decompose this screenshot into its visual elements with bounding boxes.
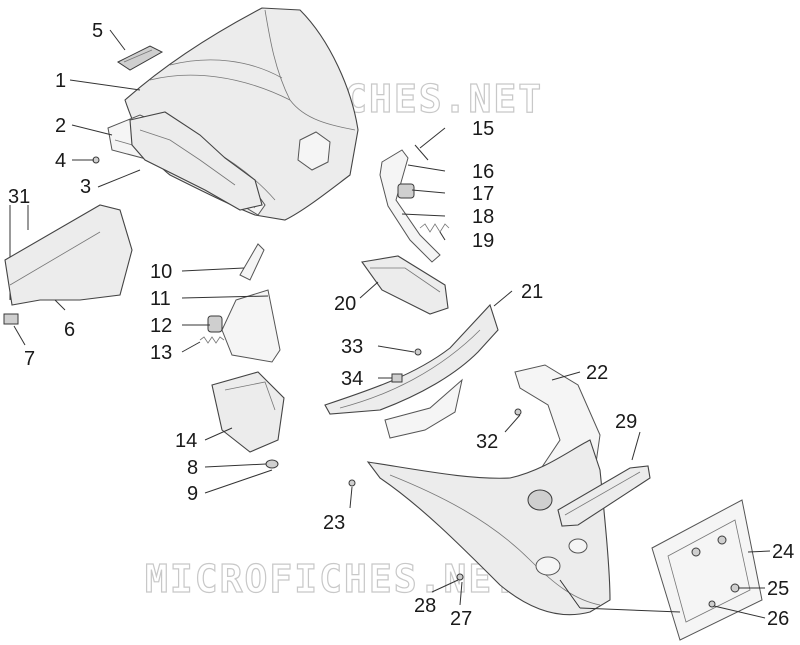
callout-19: 19 <box>472 230 494 252</box>
callout-27: 27 <box>450 608 472 630</box>
callout-labels: 5 1 2 4 3 31 6 7 10 11 12 13 14 8 9 15 1… <box>8 20 794 630</box>
part-13-spring <box>199 336 225 344</box>
callout-23: 23 <box>323 512 345 534</box>
callout-5: 5 <box>92 20 103 42</box>
callout-13: 13 <box>150 342 172 364</box>
callout-10: 10 <box>150 261 172 283</box>
callout-24: 24 <box>772 541 794 563</box>
callout-14: 14 <box>175 430 197 452</box>
callout-29: 29 <box>615 411 637 433</box>
part-6-left-panel <box>4 204 133 306</box>
callout-4: 4 <box>55 150 66 172</box>
callout-31: 31 <box>8 186 30 208</box>
part-15-pin <box>414 144 429 161</box>
callout-32: 32 <box>476 431 498 453</box>
watermark-bottom: MICROFICHES.NET <box>145 557 518 601</box>
part-5-clip <box>117 45 164 71</box>
part-28-screw <box>456 573 464 581</box>
leader-lines <box>13 29 771 619</box>
callout-9: 9 <box>187 483 198 505</box>
callout-3: 3 <box>80 176 91 198</box>
part-32-screw <box>514 408 522 416</box>
part-21-spoiler <box>324 303 499 439</box>
part-12-bushing <box>207 315 223 333</box>
callout-6: 6 <box>64 319 75 341</box>
callout-15: 15 <box>472 118 494 140</box>
callout-20: 20 <box>334 293 356 315</box>
part-34-clip <box>391 373 403 383</box>
part-29-reflector <box>557 465 651 527</box>
callout-34: 34 <box>341 368 363 390</box>
part-23-screw <box>348 479 356 487</box>
part-17-bushing <box>397 183 415 199</box>
callout-21: 21 <box>521 281 543 303</box>
callout-2: 2 <box>55 115 66 137</box>
callout-17: 17 <box>472 183 494 205</box>
part-16-bracket <box>379 149 441 263</box>
callout-33: 33 <box>341 336 363 358</box>
callout-25: 25 <box>767 578 789 600</box>
part-33-screw <box>414 348 422 356</box>
part-3-inner-cover <box>129 111 263 211</box>
callout-22: 22 <box>586 362 608 384</box>
part-7-block <box>3 313 19 325</box>
part-14-cover <box>211 371 285 453</box>
callout-26: 26 <box>767 608 789 630</box>
part-8-washer <box>265 459 279 469</box>
part-26-screw <box>708 600 716 608</box>
lower-body-cover <box>366 439 611 616</box>
callout-16: 16 <box>472 161 494 183</box>
part-10-bracket <box>221 243 281 363</box>
callout-28: 28 <box>414 595 436 617</box>
part-20-cover <box>361 255 449 315</box>
callout-11: 11 <box>150 288 171 310</box>
part-24-plate-holder <box>651 499 763 641</box>
callout-12: 12 <box>150 315 172 337</box>
callout-7: 7 <box>24 348 35 370</box>
part-19-spring <box>419 223 450 233</box>
callout-1: 1 <box>55 70 66 92</box>
callout-8: 8 <box>187 457 198 479</box>
callout-18: 18 <box>472 206 494 228</box>
